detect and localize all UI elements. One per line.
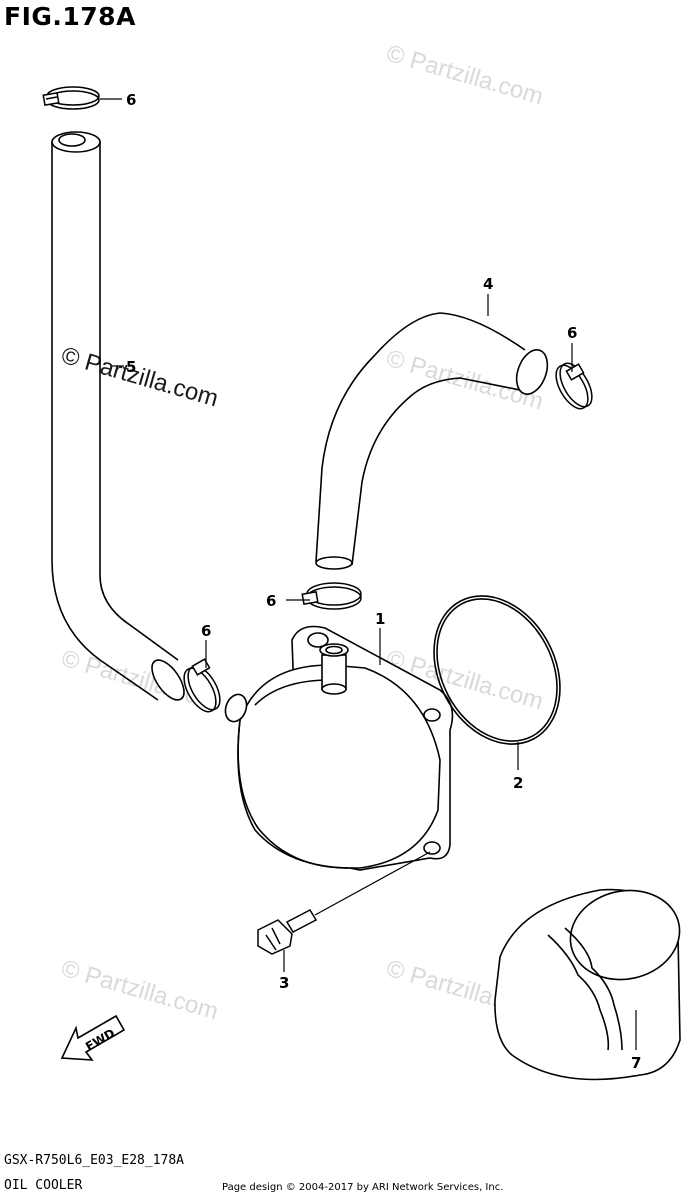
- clamp-top-left[interactable]: [42, 86, 100, 110]
- model-code: GSX-R750L6_E03_E28_178A: [4, 1153, 185, 1168]
- callout-hose-left: 5: [126, 358, 136, 376]
- watermark: © Partzilla.com: [58, 955, 221, 1026]
- callout-clamp-middle: 6: [266, 592, 276, 610]
- section-name: OIL COOLER: [4, 1178, 83, 1193]
- copyright-text: Page design © 2004-2017 by ARI Network S…: [222, 1182, 504, 1193]
- callout-clamp-right: 6: [567, 324, 577, 342]
- callout-bolt: 3: [279, 974, 289, 992]
- fwd-arrow: FWD: [60, 1014, 126, 1061]
- bolt[interactable]: [257, 909, 318, 955]
- oil-cooler[interactable]: [222, 625, 454, 871]
- callout-oil-filter: 7: [631, 1054, 641, 1072]
- clamp-middle[interactable]: [301, 582, 362, 610]
- clamp-right[interactable]: [550, 358, 599, 414]
- watermark-dark: © Partzilla.com: [58, 342, 221, 413]
- callout-oil-cooler: 1: [375, 610, 385, 628]
- callout-clamp-top: 6: [126, 91, 136, 109]
- clamp-lower-left[interactable]: [178, 658, 227, 717]
- oil-filter[interactable]: [494, 881, 688, 1081]
- callout-clamp-lower: 6: [201, 622, 211, 640]
- callout-o-ring: 2: [513, 774, 523, 792]
- watermark: © Partzilla.com: [383, 40, 546, 111]
- watermark-group: © Partzilla.com © Partzilla.com © Partzi…: [58, 40, 546, 1026]
- figure-title: FIG.178A: [4, 2, 136, 31]
- o-ring[interactable]: [409, 574, 585, 766]
- hose-left[interactable]: [51, 131, 190, 705]
- hose-upper[interactable]: [315, 312, 553, 570]
- leader-lines: [100, 98, 637, 1050]
- callout-hose-upper: 4: [483, 275, 493, 293]
